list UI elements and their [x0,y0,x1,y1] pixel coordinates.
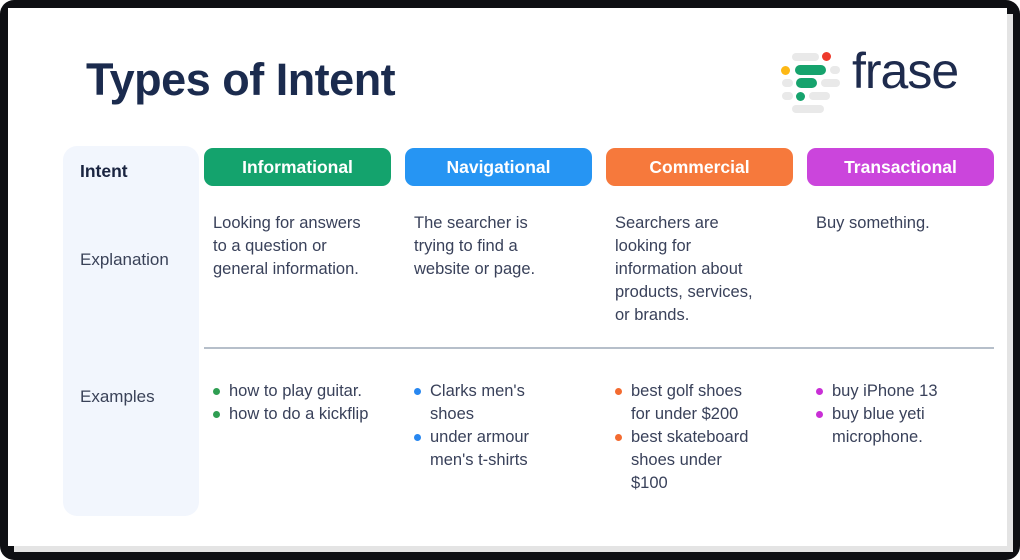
example-text: under armour men's t-shirts [430,428,530,469]
logo-pill [782,92,793,100]
logo-pill [830,66,840,74]
intent-badge-informational: Informational [204,148,391,186]
logo-pill [795,65,826,75]
logo-pill [796,78,817,88]
example-item: Clarks men's shoes [414,380,592,426]
example-item: best skateboard shoes under $100 [615,426,793,495]
examples-list: Clarks men's shoes under armour men's t-s… [414,380,592,472]
frase-logo-icon [774,50,844,114]
example-text: best golf shoes for under $200 [631,382,742,423]
explanation-text: Looking for answers to a question or gen… [213,214,361,278]
bullet-icon [816,411,823,418]
example-text: Clarks men's shoes [430,382,525,423]
bullet-icon [816,388,823,395]
logo-pill [821,79,840,87]
infographic-panel: Types of Intent frase Intent Explanation… [8,8,1007,546]
frase-logo: frase [774,43,974,118]
logo-pill [809,92,830,100]
example-item: how to do a kickflip [213,403,391,426]
logo-pill [792,105,824,113]
bullet-icon [615,388,622,395]
examples-list: best golf shoes for under $200 best skate… [615,380,793,495]
bullet-icon [615,434,622,441]
row-label-explanation: Explanation [80,250,169,269]
example-item: best golf shoes for under $200 [615,380,793,426]
example-item: how to play guitar. [213,380,391,403]
example-text: buy iPhone 13 [832,382,938,400]
bullet-icon [213,388,220,395]
logo-pill [822,52,831,61]
row-label-column: Intent Explanation Examples [63,146,199,516]
explanation-text: Buy something. [816,214,930,232]
bullet-icon [414,434,421,441]
example-item: buy iPhone 13 [816,380,994,403]
intent-badge-transactional: Transactional [807,148,994,186]
example-text: best skateboard shoes under $100 [631,428,749,492]
example-text: buy blue yeti microphone. [832,405,925,446]
intent-badge-commercial: Commercial [606,148,793,186]
bullet-icon [213,411,220,418]
example-text: how to play guitar. [229,382,362,400]
examples-list: how to play guitar. how to do a kickflip [213,380,391,426]
example-text: how to do a kickflip [229,405,369,423]
example-item: under armour men's t-shirts [414,426,592,472]
explanation-text: Searchers are looking for information ab… [615,214,753,324]
logo-pill [781,66,790,75]
row-label-intent: Intent [80,161,128,181]
examples-list: buy iPhone 13 buy blue yeti microphone. [816,380,994,449]
frase-logo-text: frase [852,43,959,99]
logo-pill [792,53,819,61]
intent-badge-navigational: Navigational [405,148,592,186]
row-divider [204,347,994,349]
logo-pill [782,79,793,87]
explanation-text: The searcher is trying to find a website… [414,214,536,278]
bullet-icon [414,388,421,395]
page-title: Types of Intent [86,54,396,105]
logo-pill [796,92,805,101]
example-item: buy blue yeti microphone. [816,403,994,449]
row-label-examples: Examples [80,387,155,406]
